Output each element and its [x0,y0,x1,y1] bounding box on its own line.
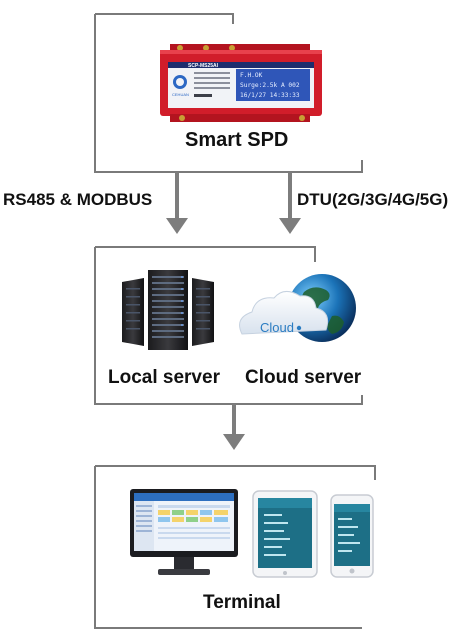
dtu-label: DTU(2G/3G/4G/5G) [297,190,449,209]
desktop-monitor-image [130,489,238,575]
lcd-line-1: F.H.OK [240,72,263,79]
cloud-server-label: Cloud server [245,367,362,388]
cloud-word-text: Cloud [260,320,294,335]
arrow-rs485-head [166,218,188,234]
spd-device-image: SCP-MS25AI CEHUAN F.H.OK Surge:2.5k A 00… [160,44,322,122]
cloud-server-image: Cloud [239,274,356,342]
phone-image [330,494,374,578]
smart-spd-label: Smart SPD [185,129,289,151]
lcd-line-3: 16/1/27 14:33:33 [240,92,300,99]
local-server-image [122,270,214,350]
svg-text:CEHUAN: CEHUAN [172,92,189,97]
local-server-label: Local server [108,367,220,388]
rs485-modbus-label: RS485 & MODBUS [3,190,153,209]
tablet-image [252,490,318,578]
device-model-text: SCP-MS25AI [188,63,219,69]
arrow-dtu-head [279,218,301,234]
arrow-terminal-head [223,434,245,450]
lcd-line-2: Surge:2.5k A 002 [240,82,300,89]
terminal-label: Terminal [203,592,281,613]
